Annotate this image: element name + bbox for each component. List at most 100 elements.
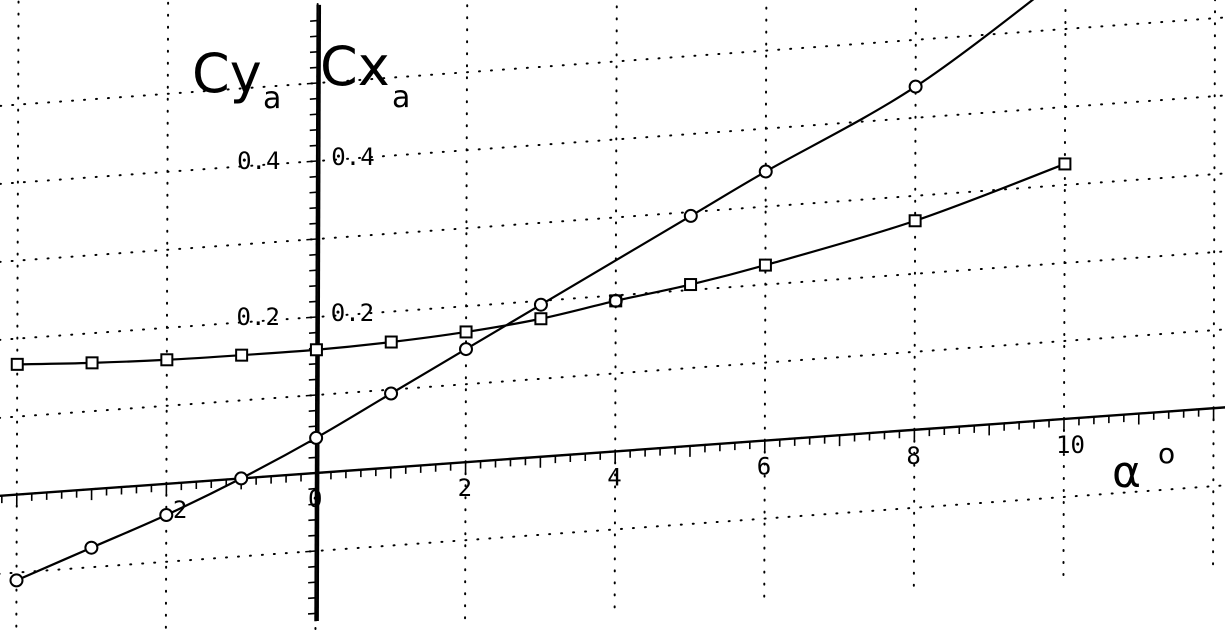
- grid-line-x: [613, 0, 618, 609]
- circle-marker: [234, 471, 249, 486]
- y-tick: [310, 19, 318, 22]
- grid-line-y: [0, 328, 1225, 419]
- y-tick: [305, 550, 316, 553]
- circle-series-line: [16, 0, 1035, 582]
- axes: [0, 4, 1225, 622]
- crossing-circle-marker: [608, 293, 623, 308]
- grid-line-x: [464, 0, 469, 620]
- grid-line-y: [0, 172, 1225, 263]
- y-tick: [309, 144, 318, 147]
- cx-axis-label-sub: a: [392, 80, 410, 115]
- y-tick: [309, 66, 318, 69]
- square-marker: [160, 353, 174, 367]
- y-tick: [309, 129, 318, 132]
- y-tick: [310, 35, 318, 38]
- square-marker: [10, 357, 24, 371]
- square-marker: [534, 312, 548, 326]
- x-tick-label: 4: [607, 463, 621, 491]
- circle-marker: [309, 430, 324, 445]
- x-axis-label-degree: o: [1158, 437, 1175, 470]
- y-tick: [305, 472, 317, 475]
- cx-axis-label: Cx: [320, 35, 390, 98]
- circle-marker: [533, 297, 548, 312]
- square-marker: [235, 348, 249, 362]
- grid-line-x: [763, 0, 768, 598]
- x-tick-label: 6: [757, 453, 771, 481]
- y-tick: [308, 503, 316, 506]
- grid-line-x: [912, 0, 917, 587]
- y-tick: [305, 394, 317, 397]
- y-tick: [308, 363, 317, 366]
- y-tick: [308, 425, 317, 428]
- y-tick: [309, 285, 317, 288]
- circle-marker: [458, 342, 473, 357]
- y-tick: [308, 581, 316, 584]
- square-marker: [1058, 157, 1072, 171]
- y-tick: [308, 409, 317, 412]
- circle-marker: [908, 79, 923, 94]
- cy-axis-label-sub: a: [263, 81, 281, 116]
- y-tick: [308, 597, 316, 600]
- y-tick: [309, 175, 318, 178]
- grid-line-x: [1062, 0, 1067, 576]
- y-tick: [308, 487, 317, 490]
- x-tick-label: 0: [308, 485, 322, 513]
- y-tick: [309, 97, 318, 100]
- y-tick: [308, 519, 316, 522]
- y-tick: [306, 82, 318, 85]
- circle-marker: [384, 386, 399, 401]
- y-tick: [309, 207, 317, 210]
- y-tick: [306, 316, 317, 319]
- cy-axis-label: Cy: [192, 42, 262, 105]
- grid-line-y: [0, 94, 1225, 185]
- y-tick: [306, 238, 317, 241]
- grid-line-y: [0, 16, 1225, 107]
- y-tick: [309, 253, 317, 256]
- circle-marker: [84, 540, 99, 555]
- square-series-line: [17, 162, 1066, 366]
- square-marker: [85, 356, 99, 370]
- x-axis-label: α: [1112, 447, 1141, 498]
- y-tick: [309, 191, 318, 194]
- x-tick-label: 2: [458, 474, 472, 502]
- y-tick: [307, 612, 316, 615]
- y-tick: [308, 331, 317, 334]
- square-marker: [459, 325, 473, 339]
- axis-titles: Cy a Cx a α o: [192, 35, 1175, 498]
- cx-tick-label: 0.2: [331, 299, 374, 327]
- grid-line-y: [0, 484, 1225, 575]
- square-marker: [684, 278, 698, 292]
- circle-marker: [683, 208, 698, 223]
- y-tick: [309, 222, 317, 225]
- y-tick: [308, 456, 317, 459]
- cy-tick-label: 0.2: [237, 303, 280, 331]
- y-tick: [309, 300, 317, 303]
- square-marker: [908, 214, 922, 228]
- square-marker: [384, 335, 398, 349]
- y-tick: [308, 534, 316, 537]
- y-tick: [306, 160, 318, 163]
- y-tick: [309, 113, 318, 116]
- y-tick: [308, 565, 316, 568]
- x-axis-line: [0, 406, 1225, 498]
- square-marker: [309, 343, 323, 357]
- grid-line-x: [1212, 0, 1217, 566]
- y-tick: [309, 51, 318, 54]
- circle-marker: [758, 164, 773, 179]
- cx-tick-label: 0.4: [331, 143, 374, 171]
- circle-marker: [159, 508, 174, 522]
- grid-line-y: [0, 250, 1225, 341]
- series: [9, 0, 1072, 588]
- cy-tick-label: 0.4: [237, 147, 280, 175]
- cx-axis-line: [316, 4, 322, 622]
- cy-axis-line: [314, 4, 319, 622]
- grid-line-x: [164, 0, 170, 634]
- x-tick-label: 10: [1056, 431, 1085, 459]
- grid-line-x: [15, 0, 20, 634]
- y-tick: [308, 378, 317, 381]
- ticks: [1, 19, 1215, 615]
- circle-marker: [9, 573, 24, 588]
